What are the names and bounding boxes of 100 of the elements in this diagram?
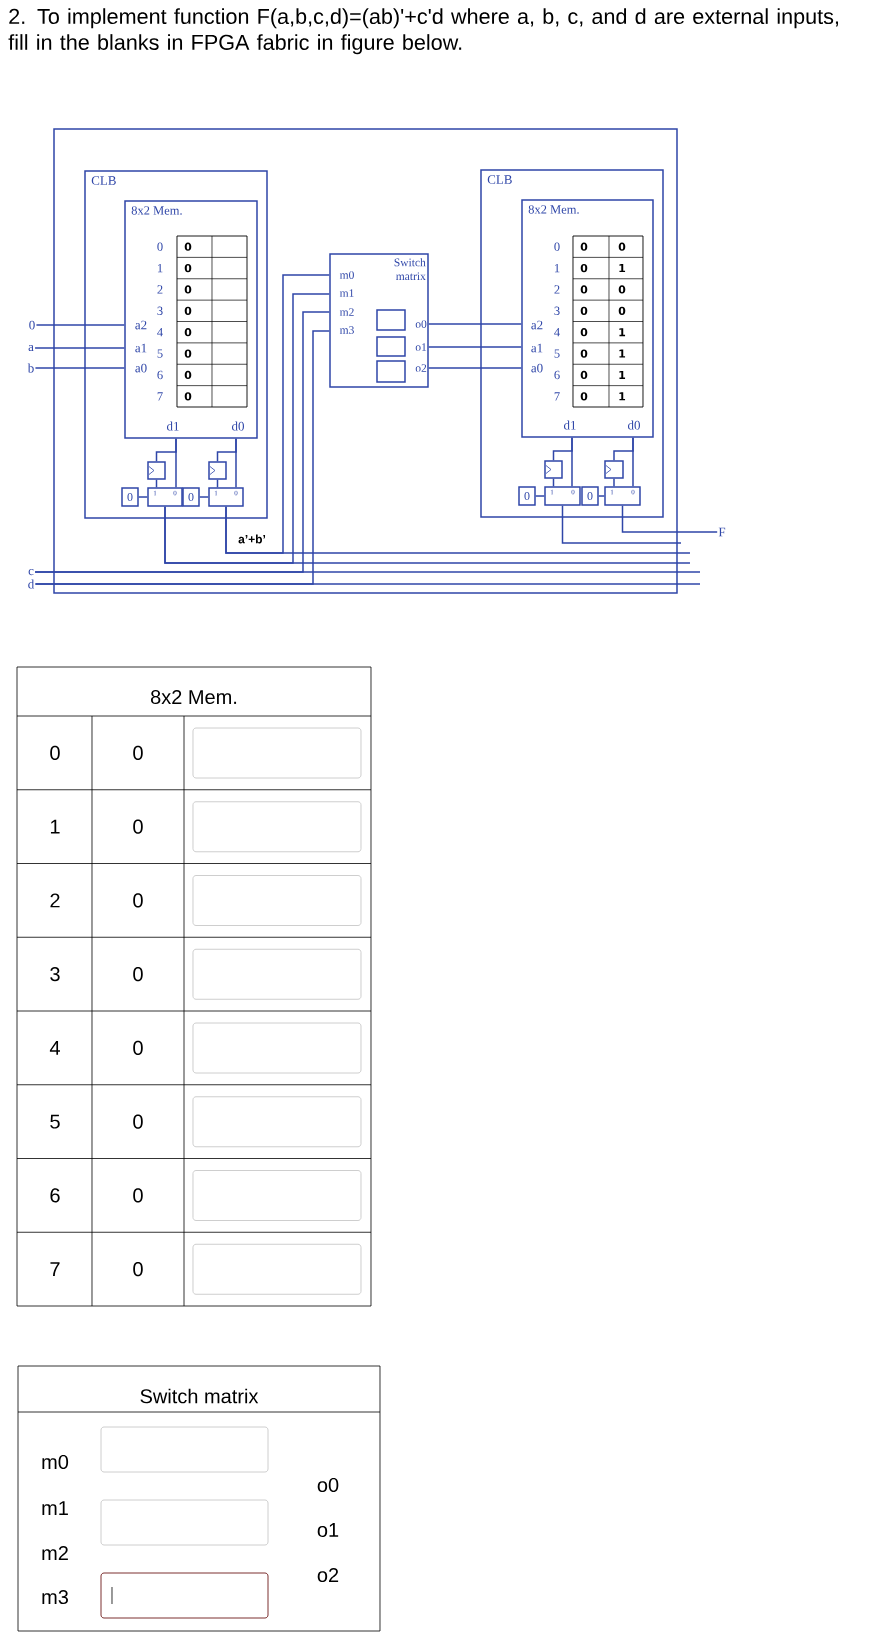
memory-bit: 0 — [580, 328, 588, 337]
memory-bit: 1 — [619, 328, 626, 337]
port-label: o0 — [415, 320, 427, 328]
input-label: c — [28, 568, 34, 576]
wire — [155, 479, 158, 488]
table-text: 0 — [133, 1040, 143, 1055]
flip-flop — [147, 461, 166, 480]
wire — [428, 323, 522, 325]
table-header: Switch matrix — [140, 1388, 259, 1404]
memory-bit: 0 — [184, 285, 192, 294]
wire — [34, 583, 701, 585]
fabric-box — [53, 128, 678, 594]
input-label: a — [28, 344, 34, 352]
memory-bit: 0 — [580, 263, 588, 273]
port-label: m2 — [339, 308, 354, 316]
wire — [561, 505, 682, 544]
wire — [199, 496, 209, 498]
memory-bit: 1 — [619, 370, 626, 379]
address-number: 0 — [554, 242, 560, 251]
table-text: 0 — [133, 745, 143, 760]
address-number: 1 — [157, 263, 163, 273]
table-text: 0 — [133, 1188, 143, 1203]
memory-bit: 0 — [184, 328, 192, 337]
port-label: d1 — [166, 421, 179, 431]
wire — [428, 346, 522, 348]
table-text: 5 — [50, 1114, 60, 1129]
memory-bit: 0 — [184, 242, 192, 251]
constant-box: 0 — [182, 487, 200, 507]
port-label: m1 — [339, 289, 354, 297]
wire — [216, 438, 237, 462]
port-label: a1 — [531, 343, 543, 353]
table-text: 4 — [49, 1041, 60, 1055]
address-number: 7 — [157, 392, 163, 401]
constant-box: 0 — [581, 486, 599, 506]
address-number: 0 — [157, 242, 163, 251]
output-label: F — [718, 527, 726, 537]
wire — [164, 506, 691, 564]
table-text: 0 — [133, 893, 143, 908]
port-label: d0 — [627, 420, 640, 430]
wire — [552, 437, 573, 461]
table-text: m2 — [42, 1546, 68, 1560]
port-label: m0 — [339, 271, 354, 279]
port-label: o1 — [415, 343, 427, 351]
memory-bit: 0 — [580, 242, 588, 251]
wire — [613, 478, 615, 487]
table-text: 0 — [50, 745, 60, 760]
memory-bit: 0 — [184, 370, 192, 380]
table-text: 0 — [133, 967, 143, 982]
table-header: 8x2 Mem. — [150, 689, 237, 705]
address-number: 4 — [554, 328, 560, 337]
port-label: a0 — [531, 363, 543, 373]
flip-flop — [208, 461, 227, 480]
memory-bit: 0 — [184, 306, 192, 315]
wire — [138, 496, 148, 498]
table-text: m1 — [42, 1501, 68, 1515]
wire — [621, 505, 718, 533]
address-number: 5 — [157, 349, 163, 358]
memory-bit: 0 — [580, 370, 588, 380]
address-number: 3 — [157, 306, 163, 316]
memory-bit: 1 — [619, 392, 626, 401]
port-label: a1 — [135, 343, 147, 353]
table-text: o1 — [317, 1523, 339, 1537]
wire — [34, 571, 701, 573]
port-label: o2 — [415, 364, 427, 372]
memory-bit: 0 — [618, 306, 626, 315]
wire — [34, 347, 125, 349]
address-number: 4 — [157, 328, 163, 337]
wire — [428, 367, 522, 369]
address-number: 6 — [554, 370, 560, 380]
input-label: b — [27, 363, 34, 373]
address-number: 3 — [554, 306, 560, 316]
address-number: 6 — [157, 370, 163, 380]
memory-bit: 1 — [619, 264, 626, 273]
wire — [535, 495, 545, 497]
address-number: 5 — [554, 349, 560, 358]
port-label: a2 — [531, 320, 543, 330]
wire — [34, 367, 125, 369]
flip-flop — [544, 460, 563, 479]
address-number: 7 — [554, 392, 560, 401]
memory-bit: 0 — [618, 242, 626, 251]
memory-bit: 1 — [619, 349, 626, 358]
constant-box: 0 — [121, 487, 139, 507]
table-text: 6 — [50, 1188, 60, 1203]
table-text: 3 — [50, 967, 60, 982]
port-label: d1 — [563, 420, 576, 430]
table-text: 0 — [133, 1114, 143, 1129]
wire — [613, 437, 634, 461]
wire — [225, 506, 691, 554]
memory-bit: 0 — [580, 349, 588, 358]
port-label: a0 — [135, 363, 147, 373]
constant-box: 0 — [518, 486, 536, 506]
table-text: m3 — [42, 1589, 68, 1605]
table-text: m0 — [42, 1454, 69, 1470]
input-label: d — [28, 579, 35, 589]
wire — [552, 478, 555, 487]
memory-bit: 0 — [580, 306, 588, 315]
wire — [155, 438, 177, 462]
table-text: o0 — [317, 1477, 339, 1493]
memory-bit: 0 — [184, 392, 192, 401]
wire — [35, 324, 125, 326]
